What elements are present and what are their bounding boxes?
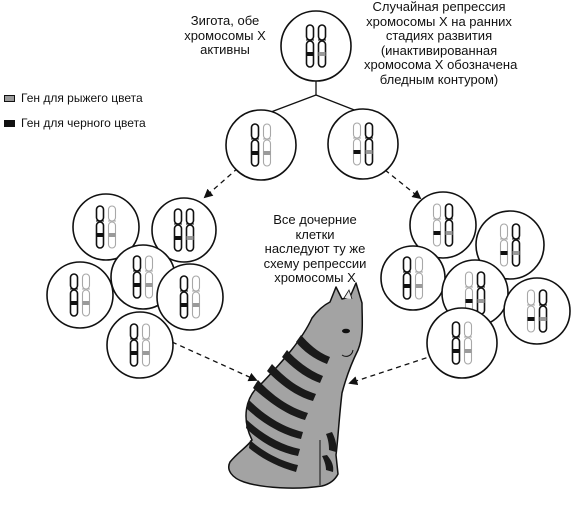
legend-black-gene: Ген для черного цвета <box>4 116 146 130</box>
chromosome-right <box>444 203 454 247</box>
zygote-label: Зигота, обе хромосомы Х активны <box>184 13 266 57</box>
cell-7 <box>156 263 224 331</box>
chromosome-right <box>511 223 521 267</box>
chromosome-left <box>173 208 183 252</box>
legend-orange-label: Ген для рыжего цвета <box>21 91 143 105</box>
chromosome-right <box>317 24 327 68</box>
cell-3 <box>72 193 140 261</box>
cell-4 <box>151 197 217 263</box>
chromosome-right <box>414 256 424 300</box>
legend-orange-gene: Ген для рыжего цвета <box>4 91 143 105</box>
chromosome-right <box>81 273 91 317</box>
chromosome-left <box>464 271 474 315</box>
legend-orange-swatch <box>4 94 15 102</box>
chromosome-right <box>107 205 117 249</box>
chromosome-right <box>185 208 195 252</box>
chromosome-left <box>129 323 139 367</box>
cat-stripes <box>246 335 337 472</box>
cat-eye <box>342 328 350 334</box>
chromosome-right <box>364 122 374 166</box>
chromosome-right <box>144 255 154 299</box>
chromosome-left <box>132 255 142 299</box>
cell-14 <box>426 307 498 379</box>
chromosome-left <box>179 275 189 319</box>
daughter-cells-label: Все дочерние клетки наследуют ту же схем… <box>263 212 367 285</box>
chromosome-left <box>69 273 79 317</box>
legend-black-swatch <box>4 119 15 127</box>
dashed-arrows <box>171 167 436 386</box>
cell-2 <box>327 108 399 180</box>
chromosome-right <box>463 321 473 365</box>
arrow-right-cell-to-cluster <box>384 169 422 200</box>
arrow-right-cluster-to-cat <box>348 354 436 386</box>
chromosome-right <box>191 275 201 319</box>
arrow-left-cell-to-cluster <box>203 167 239 199</box>
chromosome-left <box>499 223 509 267</box>
chromosome-right <box>141 323 151 367</box>
cell-10 <box>475 210 545 280</box>
cell-9 <box>409 191 477 259</box>
chromosome-right <box>262 123 272 167</box>
cat-mouth <box>341 349 354 357</box>
cat <box>228 282 364 489</box>
cell-8 <box>106 311 174 379</box>
legend-black-label: Ген для черного цвета <box>21 116 146 130</box>
branch-lines <box>262 80 363 116</box>
chromosome-left <box>305 24 315 68</box>
random-repression-label: Случайная репрессия хромосомы Х на ранни… <box>364 0 518 87</box>
chromosome-left <box>250 123 260 167</box>
chromosome-left <box>402 256 412 300</box>
chromosome-left <box>526 289 536 333</box>
cat-ear-inner <box>343 289 353 300</box>
cell-13 <box>503 277 571 345</box>
cells-layer <box>46 10 571 379</box>
cell-0 <box>280 10 352 82</box>
chromosome-left <box>95 205 105 249</box>
chromosome-right <box>538 289 548 333</box>
cell-5 <box>46 261 114 329</box>
chromosome-left <box>432 203 442 247</box>
cell-11 <box>380 245 446 311</box>
chromosome-left <box>352 122 362 166</box>
cell-1 <box>225 109 297 181</box>
chromosome-right <box>476 271 486 315</box>
arrow-left-cluster-to-cat <box>171 341 258 382</box>
chromosome-left <box>451 321 461 365</box>
